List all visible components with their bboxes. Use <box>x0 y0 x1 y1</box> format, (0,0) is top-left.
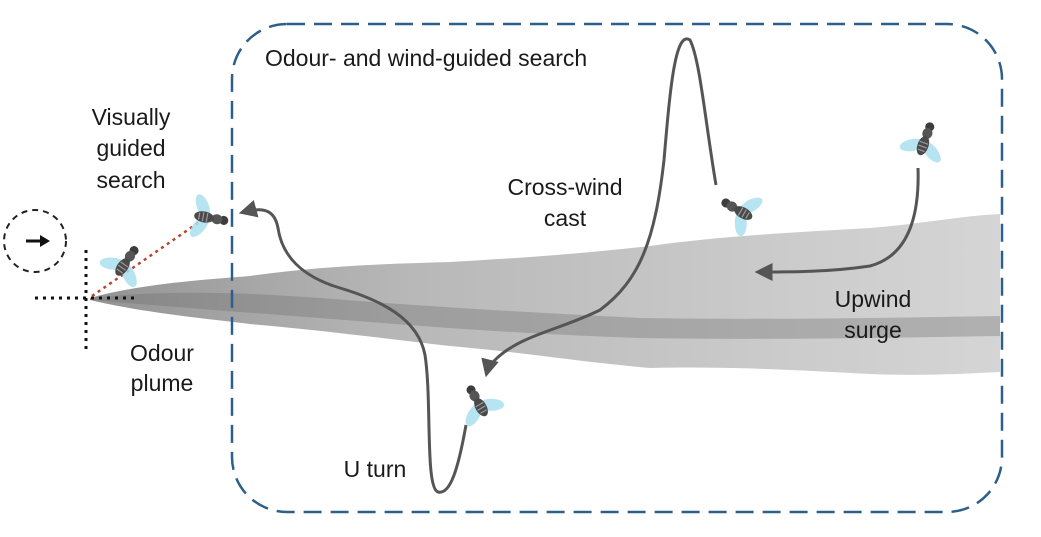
fly-icon <box>93 232 158 294</box>
odour-source-crosshair-icon <box>35 250 138 350</box>
cast-label-2: cast <box>544 205 587 231</box>
plume-label-2: plume <box>131 370 194 396</box>
fly-icon <box>184 189 234 246</box>
cast-trajectory <box>481 37 718 378</box>
wind-direction-icon <box>3 209 67 273</box>
visual-search-label-3: search <box>96 167 165 193</box>
fly-icon <box>894 113 955 169</box>
uturn-trajectory <box>238 200 468 494</box>
box-title: Odour- and wind-guided search <box>265 45 587 71</box>
upwind-label-2: surge <box>844 317 902 343</box>
search-trajectory <box>754 167 920 281</box>
upwind-label-1: Upwind <box>835 286 912 312</box>
uturn-label: U turn <box>344 456 407 482</box>
fly-icon <box>709 179 769 242</box>
odour-plume <box>90 214 1000 375</box>
fly-icon <box>447 373 510 433</box>
odour-wind-search-box <box>230 22 1004 514</box>
visual-search-label-1: Visually <box>92 104 171 130</box>
plume-label-1: Odour <box>130 340 194 366</box>
cast-label-1: Cross-wind <box>507 174 622 200</box>
visual-approach-path <box>91 214 209 298</box>
visual-search-label-2: guided <box>96 135 165 161</box>
